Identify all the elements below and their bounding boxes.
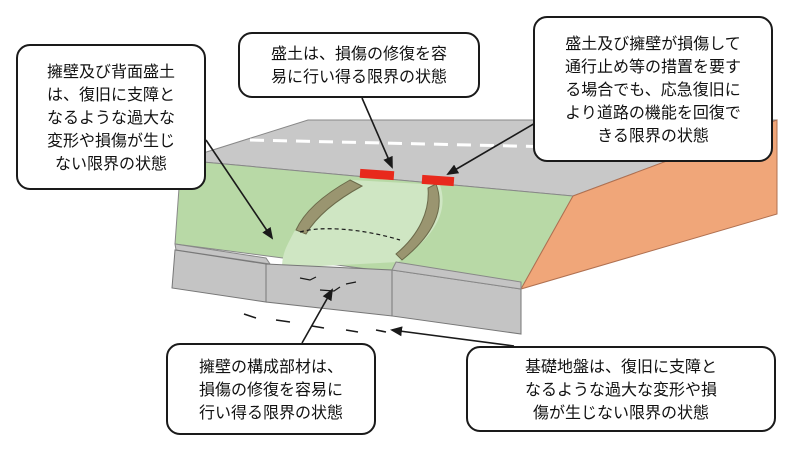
damage-mark-left — [359, 168, 395, 181]
callout-line: 損傷の修復を容易に — [198, 379, 343, 399]
leader-wall-and-backfill — [205, 139, 274, 240]
retaining-wall-top-right — [391, 261, 522, 290]
road-lane-line — [249, 138, 691, 152]
leader-wall-members — [301, 288, 333, 344]
callout-line: ない限界の状態 — [54, 153, 167, 173]
callout-line: 擁壁の構成部材は、 — [198, 356, 343, 376]
leader-foundation-ground — [390, 326, 515, 347]
callout-line: 盛土及び擁壁が損傷して — [565, 33, 741, 53]
callout-wall-members: 擁壁の構成部材は、 損傷の修復を容易に 行い得る限界の状態 — [166, 343, 376, 435]
callout-line: 基礎地盤は、復旧に支障と — [524, 356, 717, 376]
callout-line: より道路の機能を回復で — [565, 102, 741, 122]
callout-line: 易に行い得る限界の状態 — [270, 67, 447, 86]
damage-mark-right — [421, 174, 455, 187]
callout-line: 傷が生じない限界の状態 — [532, 402, 709, 422]
callout-line: 変形や損傷が生じ — [46, 130, 175, 150]
leader-embankment-repair — [361, 97, 393, 169]
retaining-wall-center — [265, 263, 393, 317]
callout-line: は、復旧に支障と — [46, 84, 175, 104]
callout-line: 行い得る限界の状態 — [198, 402, 343, 422]
callout-line: 擁壁及び背面盛土 — [46, 61, 175, 81]
slip-crack-right — [395, 183, 440, 261]
ground-deformation — [243, 313, 387, 333]
callout-embankment-repair: 盛土は、損傷の修復を容 易に行い得る限界の状態 — [238, 32, 480, 98]
callout-line: きる限界の状態 — [597, 125, 709, 145]
callout-line: 盛土は、損傷の修復を容 — [270, 44, 447, 63]
callout-line: 通行止め等の措置を要す — [564, 56, 741, 76]
slip-crack-left — [295, 179, 364, 235]
callout-line: る場合でも、応急復旧に — [565, 79, 741, 99]
slip-crack-inner — [299, 228, 401, 241]
callout-road-function: 盛土及び擁壁が損傷して 通行止め等の措置を要す る場合でも、応急復旧に より道路… — [533, 16, 773, 162]
callout-line: なるような過大な変形や損 — [524, 379, 717, 399]
callout-wall-and-backfill: 擁壁及び背面盛土 は、復旧に支障と なるような過大な 変形や損傷が生じ ない限界… — [16, 44, 206, 190]
callout-foundation-ground: 基礎地盤は、復旧に支障と なるような過大な変形や損 傷が生じない限界の状態 — [466, 346, 776, 432]
callout-line: なるような過大な — [46, 107, 175, 127]
